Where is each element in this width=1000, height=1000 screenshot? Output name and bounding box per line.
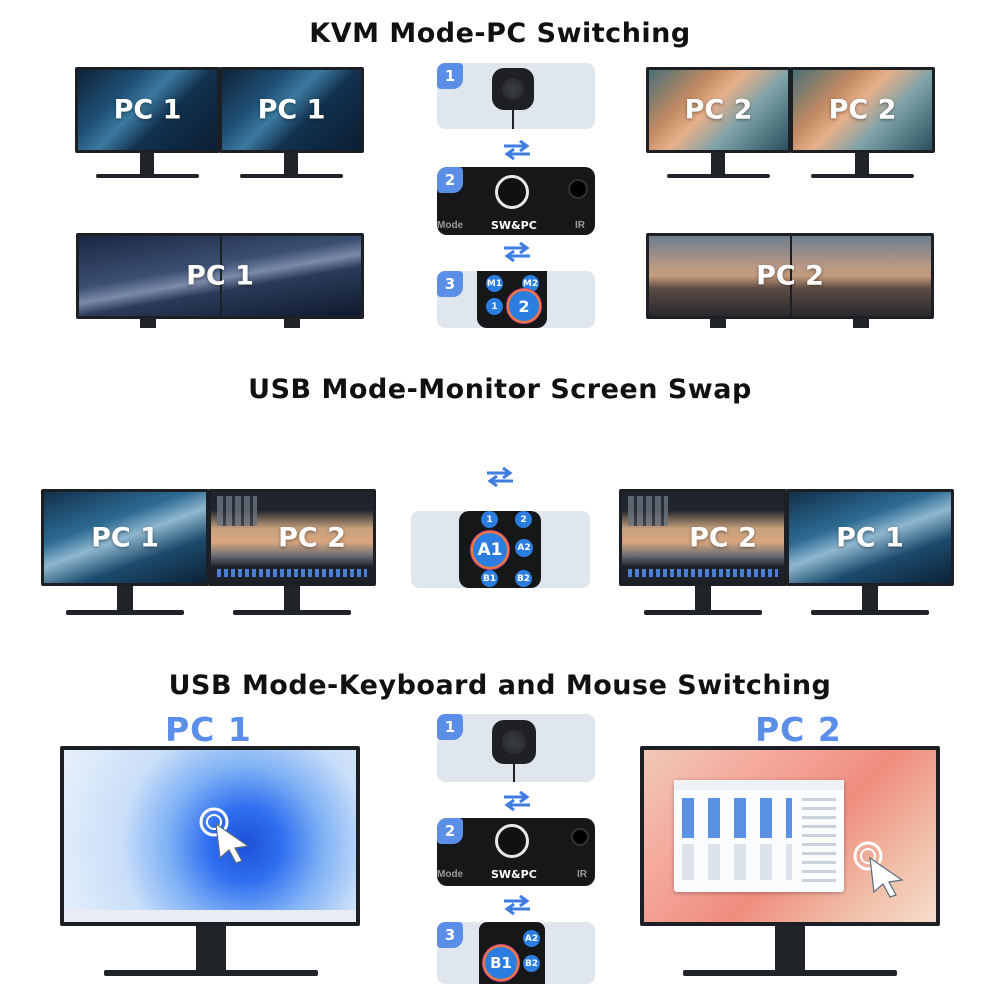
swap-remote-card: 1 2 A1 A2 B1 B2 bbox=[411, 511, 590, 588]
monitor-screen: PC 1 bbox=[41, 489, 209, 586]
remote-control-icon: M1 M2 1 2 bbox=[477, 271, 547, 328]
switch-label: SW&PC bbox=[491, 868, 537, 881]
monitor-label-pc2: PC 2 bbox=[689, 522, 757, 553]
remote-button-a2: A2 bbox=[515, 539, 533, 557]
kvm-switch-icon: 2 SW&PC Mode IR bbox=[437, 167, 595, 235]
step-card-pedal: 1 bbox=[437, 714, 595, 782]
pc2-heading: PC 2 bbox=[755, 710, 842, 749]
monitor-screen: PC 2 bbox=[646, 233, 934, 319]
step-number: 1 bbox=[437, 714, 463, 740]
monitor-label-pc2: PC 2 bbox=[756, 260, 824, 292]
remote-button-m2: M2 bbox=[522, 275, 539, 292]
swap-arrows-icon bbox=[504, 139, 530, 161]
step-number: 2 bbox=[437, 818, 463, 844]
monitor-screen: PC 2 bbox=[619, 489, 787, 586]
monitor-screen bbox=[60, 746, 360, 926]
monitor-label-pc1: PC 1 bbox=[186, 260, 254, 292]
monitor-label-pc2: PC 2 bbox=[684, 94, 753, 126]
remote-button-b1: B1 bbox=[481, 570, 498, 587]
remote-button-m1: M1 bbox=[486, 275, 503, 292]
switch-side-right: IR bbox=[575, 220, 585, 231]
foot-pedal-icon bbox=[492, 68, 534, 110]
pc1-heading: PC 1 bbox=[165, 710, 252, 749]
monitor-screen: PC 2 bbox=[646, 67, 791, 153]
monitor-screen: PC 1 bbox=[75, 67, 220, 153]
swap-arrows-icon bbox=[504, 241, 530, 263]
step-number: 3 bbox=[437, 922, 463, 948]
step-number: 2 bbox=[437, 167, 463, 193]
cursor-hand-icon bbox=[199, 807, 250, 864]
remote-button-b2: B2 bbox=[523, 955, 540, 972]
monitor-screen: PC 1 bbox=[76, 233, 364, 319]
remote-control-icon: 1 2 A1 A2 B1 B2 bbox=[459, 511, 541, 588]
kvm-switch-icon: 2 SW&PC Mode IR bbox=[437, 818, 595, 886]
swap-arrows-icon bbox=[504, 894, 530, 916]
monitor-screen: PC 1 bbox=[786, 489, 954, 586]
cursor-hand-icon bbox=[853, 841, 904, 898]
remote-button-a1-highlighted: A1 bbox=[473, 533, 507, 567]
monitor-label-pc1: PC 1 bbox=[113, 94, 182, 126]
remote-control-icon: A2 B1 B2 bbox=[479, 922, 545, 984]
switch-side-left: Mode bbox=[437, 220, 464, 231]
kvm-mode-title: KVM Mode-PC Switching bbox=[309, 18, 691, 49]
remote-button-b1-highlighted: B1 bbox=[485, 947, 517, 979]
remote-button-1: 1 bbox=[481, 511, 498, 528]
switch-label: SW&PC bbox=[491, 219, 537, 232]
monitor-label-pc1: PC 1 bbox=[91, 522, 159, 553]
monitor-screen: PC 2 bbox=[208, 489, 376, 586]
step-number: 1 bbox=[437, 63, 463, 89]
monitor-label-pc2: PC 2 bbox=[828, 94, 897, 126]
foot-pedal-icon bbox=[492, 720, 536, 764]
monitor-label-pc1: PC 1 bbox=[836, 522, 904, 553]
monitor-screen bbox=[640, 746, 940, 926]
monitor-screen: PC 2 bbox=[790, 67, 935, 153]
file-window bbox=[674, 780, 844, 892]
swap-arrows-icon bbox=[504, 790, 530, 812]
switch-side-left: Mode bbox=[437, 869, 464, 880]
monitor-label-pc2: PC 2 bbox=[278, 522, 346, 553]
switch-side-right: IR bbox=[577, 869, 587, 880]
remote-button-b2: B2 bbox=[515, 570, 532, 587]
remote-button-1: 1 bbox=[486, 298, 503, 315]
remote-button-2: 2 bbox=[515, 511, 532, 528]
monitor-screen: PC 1 bbox=[219, 67, 364, 153]
remote-button-a2: A2 bbox=[523, 930, 540, 947]
step-number: 3 bbox=[437, 271, 463, 297]
usb-swap-title: USB Mode-Monitor Screen Swap bbox=[248, 374, 752, 405]
step-card-pedal: 1 bbox=[437, 63, 595, 129]
remote-button-2-highlighted: 2 bbox=[509, 291, 539, 321]
usb-km-title: USB Mode-Keyboard and Mouse Switching bbox=[168, 670, 832, 701]
step-card-remote: 3 M1 M2 1 2 bbox=[437, 271, 595, 328]
step-card-remote: 3 A2 B1 B2 bbox=[437, 922, 595, 984]
swap-arrows-icon bbox=[487, 466, 513, 488]
monitor-label-pc1: PC 1 bbox=[257, 94, 326, 126]
